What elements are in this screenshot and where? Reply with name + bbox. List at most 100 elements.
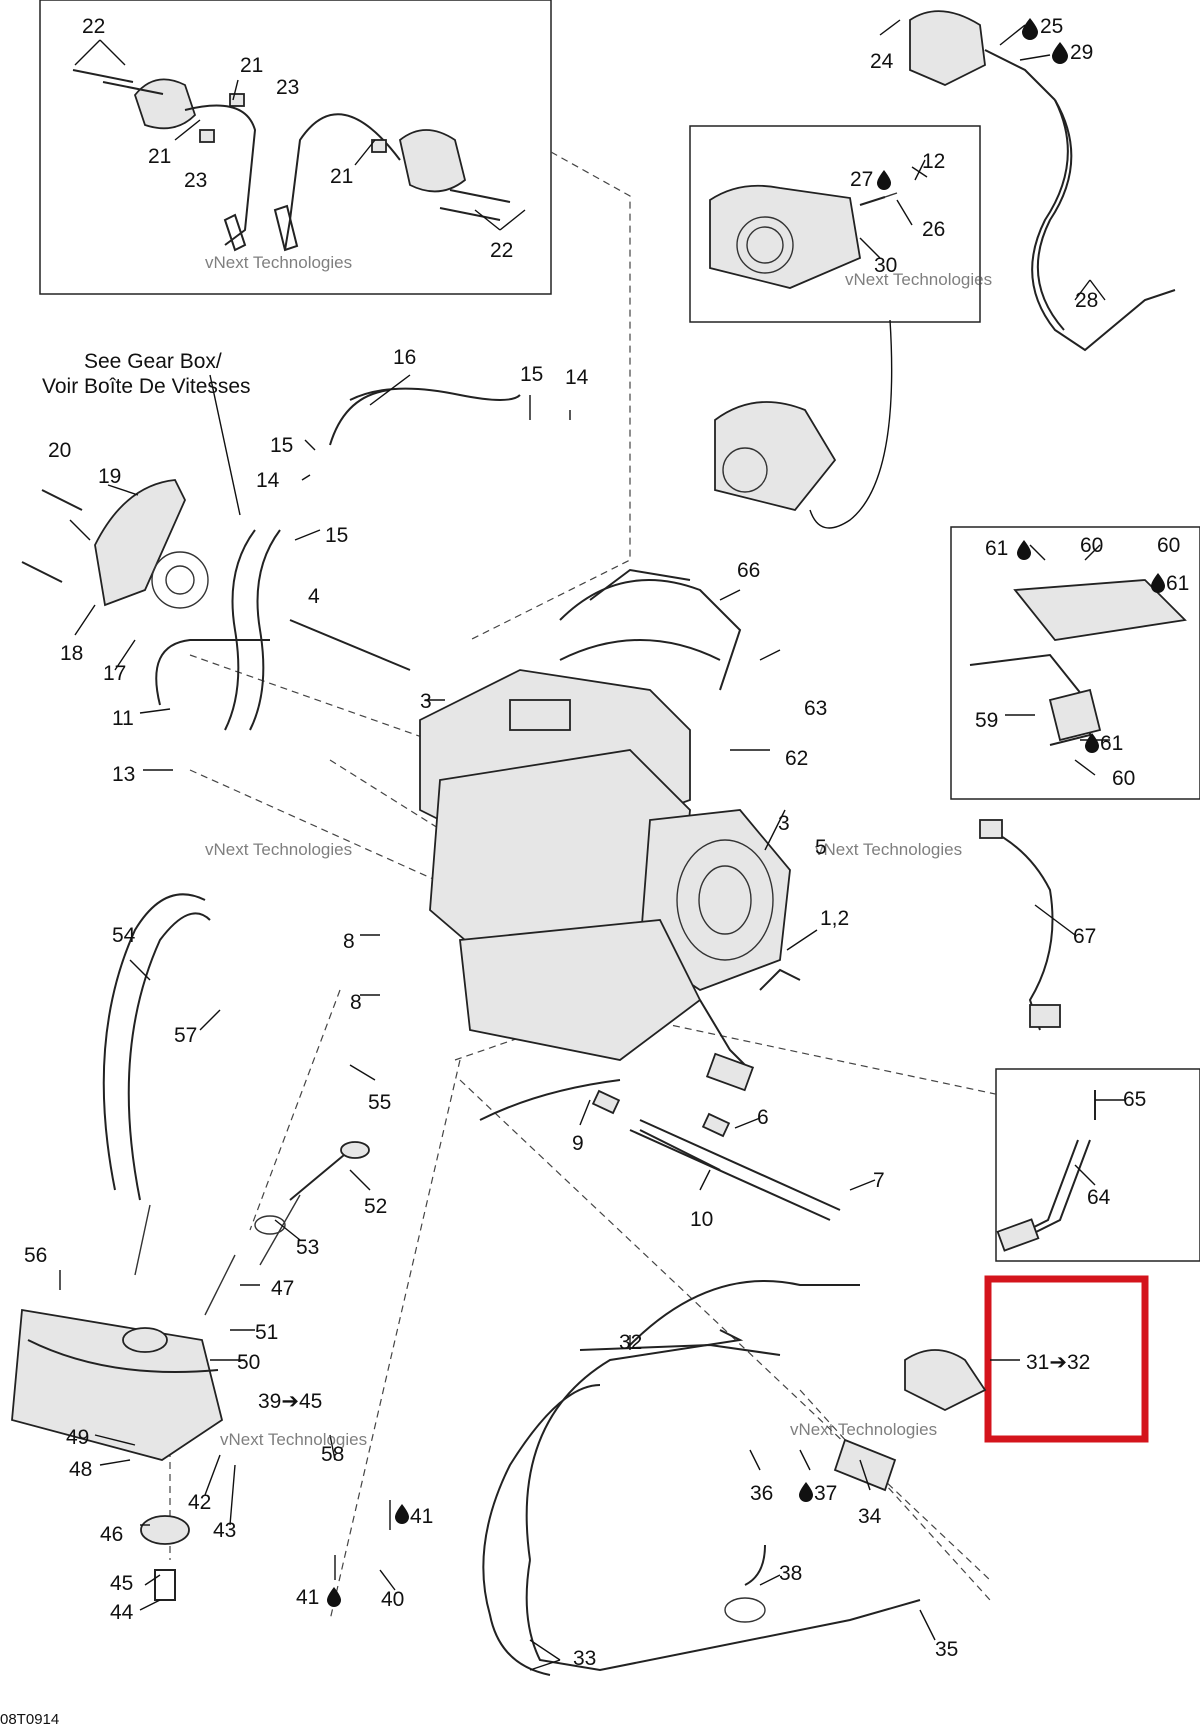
label-3a: 3	[420, 690, 432, 713]
label-52: 52	[364, 1195, 387, 1218]
hoses	[102, 387, 621, 1201]
engine-bolts	[289, 619, 841, 1221]
label-37: 37	[814, 1482, 837, 1505]
grease-drop-icon	[799, 1482, 813, 1502]
label-41a: 41	[410, 1505, 433, 1528]
label-41b: 41	[296, 1586, 319, 1609]
label-23b: 23	[184, 169, 207, 192]
label-34: 34	[858, 1505, 882, 1528]
label-5: 5	[815, 836, 827, 859]
label-54: 54	[112, 924, 136, 947]
label-36: 36	[750, 1482, 773, 1505]
label-51: 51	[255, 1321, 278, 1344]
label-44: 44	[110, 1601, 134, 1624]
label-4: 4	[308, 585, 320, 608]
label-15a: 15	[520, 363, 543, 386]
label-45: 45	[110, 1572, 133, 1595]
label-20: 20	[48, 439, 71, 462]
figure-code: 08T0914	[0, 1711, 59, 1728]
grease-drop-icon	[395, 1504, 409, 1524]
watermarks: vNext Technologies vNext Technologies vN…	[205, 253, 992, 1449]
oil-tank-parts	[11, 1194, 301, 1601]
label-62: 62	[785, 747, 808, 770]
label-61b: 61	[1166, 572, 1189, 595]
leader-lines	[59, 19, 1125, 1671]
label-21a: 21	[240, 54, 263, 77]
label-32: 32	[619, 1331, 642, 1354]
label-48: 48	[69, 1458, 92, 1481]
label-60c: 60	[1112, 767, 1135, 790]
grease-drop-icon	[1022, 18, 1038, 40]
grease-drop-icon	[877, 170, 891, 190]
watermark-1: vNext Technologies	[205, 253, 352, 272]
label-42: 42	[188, 1491, 211, 1514]
throttle-body-detail-box	[689, 125, 981, 323]
label-17: 17	[103, 662, 126, 685]
label-63: 63	[804, 697, 827, 720]
label-15c: 15	[325, 524, 348, 547]
label-14a: 14	[565, 366, 589, 389]
grease-drop-icon	[1052, 42, 1068, 64]
grease-drop-icon	[327, 1587, 341, 1607]
label-38: 38	[779, 1562, 802, 1585]
label-21c: 21	[330, 165, 353, 188]
label-60a: 60	[1080, 534, 1103, 557]
label-64: 64	[1087, 1186, 1111, 1209]
label-8a: 8	[343, 930, 355, 953]
highlight-box-31-32	[984, 1275, 1149, 1443]
ignition-coil-detail-box	[39, 0, 552, 295]
label-26: 26	[922, 218, 945, 241]
label-18: 18	[60, 642, 83, 665]
watermark-4: vNext Technologies	[815, 840, 962, 859]
engine-assembly	[419, 568, 801, 1092]
label-22a: 22	[82, 15, 105, 38]
grease-drop-icon	[1085, 733, 1099, 753]
label-3b: 3	[778, 812, 790, 835]
ecm-bracket-parts	[969, 579, 1187, 746]
label-66: 66	[737, 559, 760, 582]
watermark-2: vNext Technologies	[845, 270, 992, 289]
label-61c: 61	[1100, 732, 1123, 755]
label-29: 29	[1070, 41, 1093, 64]
label-12: 12	[922, 150, 945, 173]
label-59: 59	[975, 709, 998, 732]
label-28: 28	[1075, 289, 1098, 312]
label-58: 58	[321, 1443, 344, 1466]
label-1-2: 1,2	[820, 907, 849, 930]
label-9: 9	[572, 1132, 584, 1155]
label-14b: 14	[256, 469, 280, 492]
cable-parts	[482, 1280, 987, 1676]
label-6: 6	[757, 1106, 769, 1129]
label-50: 50	[237, 1351, 260, 1374]
label-13: 13	[112, 763, 135, 786]
label-61a: 61	[985, 537, 1008, 560]
label-23a: 23	[276, 76, 299, 99]
label-65: 65	[1123, 1088, 1146, 1111]
throttle-body-lower	[714, 319, 893, 529]
label-43: 43	[213, 1519, 236, 1542]
label-67: 67	[1073, 925, 1096, 948]
ignition-coil-parts	[72, 69, 511, 252]
watermark-6: vNext Technologies	[790, 1420, 937, 1439]
throttle-cable-parts	[909, 10, 1176, 352]
grease-drop-icon	[1151, 573, 1165, 593]
label-60b: 60	[1157, 534, 1180, 557]
label-46: 46	[100, 1523, 123, 1546]
label-22b: 22	[490, 239, 513, 262]
label-21b: 21	[148, 145, 171, 168]
label-33: 33	[573, 1647, 596, 1670]
label-35: 35	[935, 1638, 958, 1661]
grease-drop-icon	[1017, 540, 1031, 560]
label-49: 49	[66, 1426, 89, 1449]
label-10: 10	[690, 1208, 713, 1231]
label-57: 57	[174, 1024, 197, 1047]
label-47: 47	[271, 1277, 294, 1300]
label-31-32: 31➔32	[1026, 1351, 1090, 1374]
callout-labels: 22 21 23 21 23 21 22 24 25 29 28 27 12 2…	[24, 15, 1189, 1670]
sensor-harness-67	[979, 819, 1061, 1031]
shift-lever-parts	[996, 1090, 1096, 1252]
label-30: 30	[874, 254, 897, 277]
label-27: 27	[850, 168, 873, 191]
label-7: 7	[873, 1169, 885, 1192]
